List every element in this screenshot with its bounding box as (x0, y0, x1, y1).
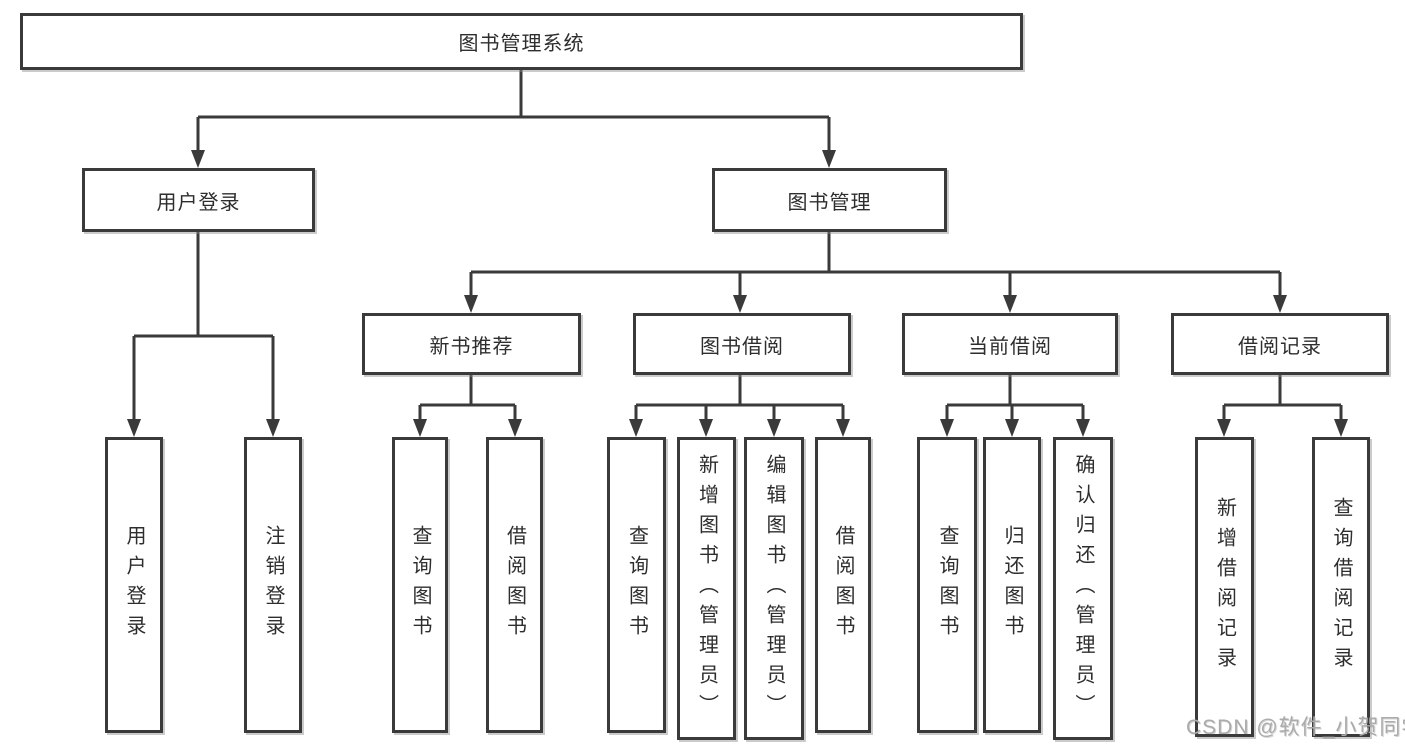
arrowhead (767, 419, 781, 437)
node-leaf-logout: 注销登录 (244, 437, 302, 733)
arrowhead (1076, 419, 1090, 437)
node-leaf-query-borrow-record: 查询借阅记录 (1312, 437, 1370, 737)
arrowhead (1273, 295, 1287, 313)
node-label: 借阅图书 (832, 525, 854, 645)
node-new-book-recommend: 新书推荐 (362, 313, 581, 375)
arrowhead (699, 419, 713, 437)
node-label: 图书借阅 (700, 335, 784, 358)
node-label: 查询图书 (409, 525, 431, 645)
node-label: 查询借阅记录 (1330, 497, 1352, 677)
arrowhead (1334, 419, 1348, 437)
connector-newbook-children (418, 375, 517, 421)
node-borrow-record: 借阅记录 (1171, 313, 1389, 375)
node-leaf-borrow-books-2: 借阅图书 (815, 437, 871, 733)
node-leaf-return-books: 归还图书 (983, 437, 1041, 733)
arrowhead (836, 419, 850, 437)
connector-currentborrow-children (945, 375, 1085, 421)
node-label: 编辑图书（管理员） (763, 453, 785, 724)
node-current-borrow: 当前借阅 (902, 313, 1118, 375)
node-label: 归还图书 (1001, 525, 1023, 645)
node-label: 用户登录 (156, 191, 241, 214)
node-label: 用户登录 (123, 525, 145, 645)
connector-borrowrecord-children (1222, 375, 1343, 421)
arrowhead-group (127, 150, 1348, 437)
csdn-watermark: CSDN @软件_小贺同学 (1186, 716, 1405, 739)
node-leaf-add-borrow-record: 新增借阅记录 (1195, 437, 1254, 737)
node-leaf-user-login: 用户登录 (105, 437, 163, 733)
arrowhead (191, 150, 205, 168)
node-label: 新书推荐 (429, 335, 514, 358)
node-leaf-query-books-2: 查询图书 (607, 437, 666, 733)
arrowhead (1217, 419, 1231, 437)
connector-group (132, 70, 1343, 421)
arrowhead (1005, 419, 1019, 437)
node-user-login-branch: 用户登录 (82, 168, 315, 232)
arrowhead (127, 419, 141, 437)
node-label: 图书管理 (787, 191, 872, 214)
arrowhead (266, 419, 280, 437)
arrowhead (629, 419, 643, 437)
node-label: 查询图书 (936, 525, 958, 645)
node-label: 新增借阅记录 (1213, 497, 1236, 677)
connector-userlogin-children (132, 232, 275, 421)
connector-bookmgmt-children (469, 232, 1282, 297)
node-leaf-borrow-books-1: 借阅图书 (486, 437, 543, 733)
arrowhead (822, 150, 836, 168)
connector-bookborrow-children (634, 375, 845, 421)
arrowhead (508, 419, 522, 437)
arrowhead (413, 419, 427, 437)
node-label: 查询图书 (625, 525, 648, 645)
node-leaf-edit-books-admin: 编辑图书（管理员） (744, 437, 804, 740)
node-label: 借阅记录 (1238, 335, 1322, 358)
node-leaf-query-books-1: 查询图书 (392, 437, 448, 733)
arrowhead (733, 295, 747, 313)
node-library-management-system: 图书管理系统 (20, 13, 1023, 70)
connector-root-to-level2 (196, 70, 831, 152)
node-leaf-confirm-return-admin: 确认归还（管理员） (1053, 437, 1113, 740)
node-label: 借阅图书 (503, 525, 526, 645)
node-label: 当前借阅 (968, 335, 1052, 358)
arrowhead (464, 295, 478, 313)
node-leaf-add-books-admin: 新增图书（管理员） (677, 437, 736, 740)
arrowhead (1003, 295, 1017, 313)
node-book-management-branch: 图书管理 (712, 168, 947, 232)
node-label: 新增图书（管理员） (695, 453, 718, 724)
node-label: 确认归还（管理员） (1072, 453, 1094, 724)
node-leaf-query-books-3: 查询图书 (917, 437, 977, 733)
node-book-borrow: 图书借阅 (633, 313, 851, 375)
arrowhead (940, 419, 954, 437)
node-label: 注销登录 (262, 525, 284, 645)
node-label: 图书管理系统 (458, 33, 585, 55)
